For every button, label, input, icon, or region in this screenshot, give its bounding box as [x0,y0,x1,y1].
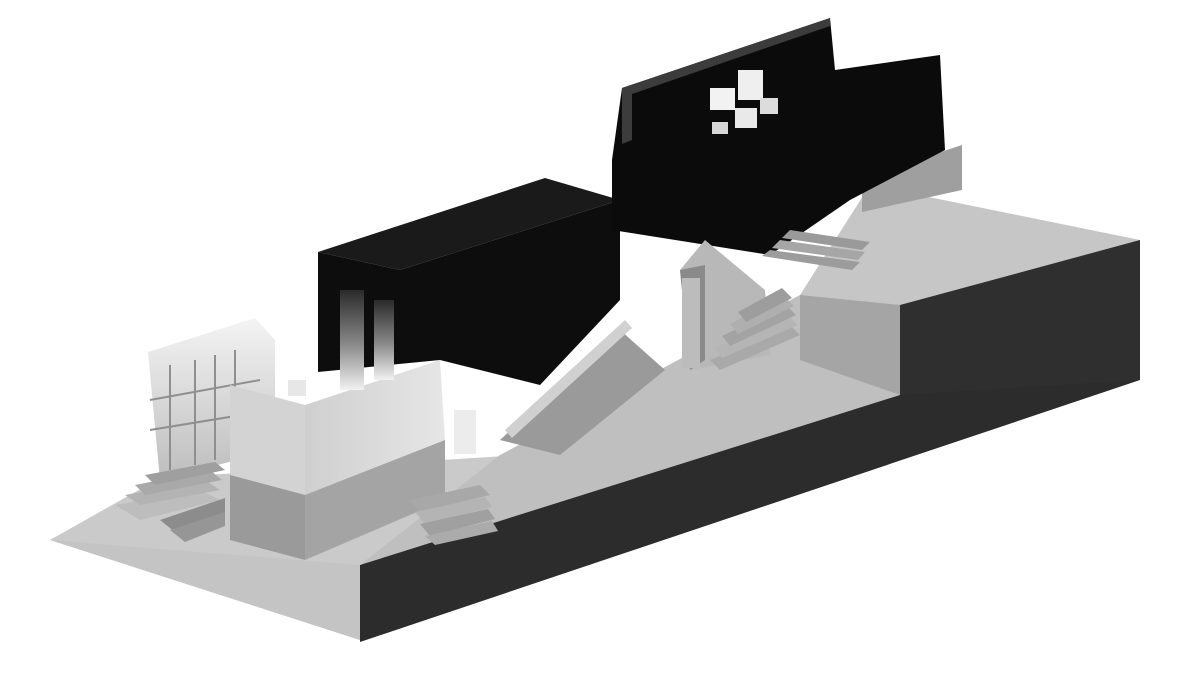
glow-pillar [374,300,394,380]
raised-platform-front [900,240,1140,395]
dark-tower [612,18,945,255]
light-wall-side [305,360,445,495]
stairs-top [762,230,870,270]
stairs-middle [410,485,498,545]
ground-plaza-front [50,540,360,640]
light-cube [288,380,306,396]
tower-light-box [760,98,778,114]
stairs-right [710,288,800,370]
light-cube [454,410,476,454]
tower-light-box [710,88,735,110]
tower-light-box [738,70,763,100]
escalator-rail [505,320,632,438]
light-wall-base-side [305,440,445,560]
light-wall-front [230,385,305,495]
tower-light-box [712,122,728,134]
light-wall-base [230,475,305,560]
stairs-left [115,462,225,542]
pillar [682,278,700,368]
raised-platform-top [800,185,1140,305]
raised-platform-side [800,295,900,395]
dark-mass-main-top [318,178,620,270]
back-wall-right [862,145,962,212]
tower-light-box [735,108,757,128]
glow-pillar [340,290,364,390]
escalator [500,330,665,455]
tower-frame [622,18,830,144]
